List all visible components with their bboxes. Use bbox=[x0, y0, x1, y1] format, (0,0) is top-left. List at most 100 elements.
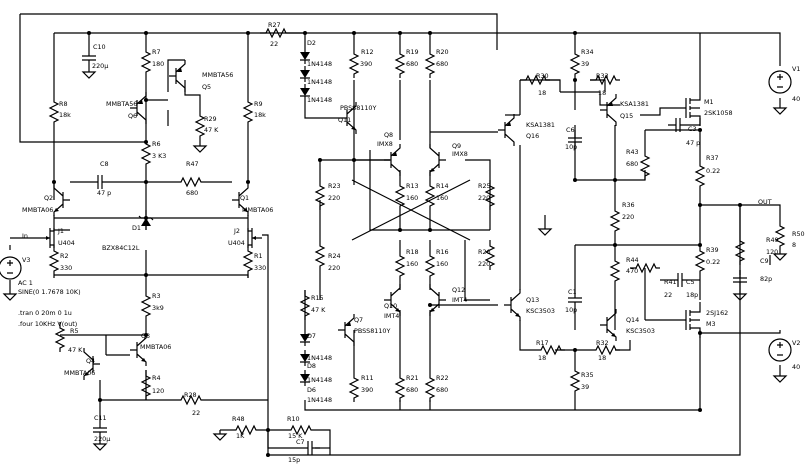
label-q4-model: MMBTA06 bbox=[64, 369, 95, 377]
label-r3-value: 3k9 bbox=[152, 304, 164, 312]
label-r4-value: 120 bbox=[152, 387, 164, 395]
label-q12-name: Q12 bbox=[452, 286, 465, 294]
label-c1-value: 10p bbox=[565, 306, 577, 314]
label-q2-name: Q2 bbox=[44, 194, 53, 202]
label-d5-model: 1N4148 bbox=[307, 96, 332, 104]
label-q3-name: Q3 bbox=[141, 332, 150, 340]
label-v3-sine: SINE(0 1.7678 10K) bbox=[18, 288, 81, 296]
label-r34-value: 39 bbox=[581, 60, 589, 68]
label-r49-name: R49 bbox=[766, 236, 779, 244]
label-r47-name: R47 bbox=[186, 160, 199, 168]
label-q8-name: Q8 bbox=[384, 131, 393, 139]
label-r12-value: 390 bbox=[360, 60, 372, 68]
label-c6-value: 10p bbox=[565, 143, 577, 151]
label-r21-name: R21 bbox=[406, 374, 419, 382]
label-r14-name: R14 bbox=[436, 182, 449, 190]
label-v2-name: V2 bbox=[792, 339, 800, 347]
label-r4-name: R4 bbox=[152, 374, 161, 382]
label-d6-name: D6 bbox=[307, 386, 316, 394]
label-d3-model: 1N4148 bbox=[307, 60, 332, 68]
label-c6-name: C6 bbox=[566, 126, 575, 134]
label-q7-model: PBSS8110Y bbox=[354, 327, 391, 335]
label-r22-name: R22 bbox=[436, 374, 449, 382]
label-c9-value: 82p bbox=[760, 275, 772, 283]
label-r36-value: 220 bbox=[622, 213, 634, 221]
label-d7-model: 1N4148 bbox=[307, 354, 332, 362]
label-r20-name: R20 bbox=[436, 48, 449, 56]
label-v1-name: V1 bbox=[792, 65, 800, 73]
label-r9-name: R9 bbox=[254, 100, 263, 108]
label-v2-value: 40 bbox=[792, 363, 800, 371]
label-r11-value: 390 bbox=[361, 386, 373, 394]
label-r33-value: 18 bbox=[598, 89, 606, 97]
wires bbox=[9, 13, 781, 456]
label-r8-name: R8 bbox=[59, 100, 68, 108]
label-d7-name: D7 bbox=[307, 332, 316, 340]
label-q14-model: KSC3503 bbox=[626, 327, 655, 335]
label-c7-value: 15p bbox=[288, 456, 300, 464]
label-r1-value: 330 bbox=[254, 264, 266, 272]
label-r2-name: R2 bbox=[60, 252, 69, 260]
label-r35-value: 39 bbox=[581, 383, 589, 391]
label-r7-value: 180 bbox=[152, 60, 164, 68]
label-r25-value: 220 bbox=[478, 194, 490, 202]
label-q5-name: Q5 bbox=[202, 83, 211, 91]
label-r26-name: R26 bbox=[478, 248, 491, 256]
label-r2-value: 330 bbox=[60, 264, 72, 272]
label-d6-model: 1N4148 bbox=[307, 396, 332, 404]
label-r3-name: R3 bbox=[152, 292, 161, 300]
label-r17-value: 18 bbox=[538, 354, 546, 362]
label-c5-value: 18p bbox=[686, 291, 698, 299]
label-q13-name: Q13 bbox=[526, 296, 539, 304]
label-r5-name: R5 bbox=[70, 327, 79, 335]
label-r27-value: 22 bbox=[270, 40, 278, 48]
label-r37-value: 0.22 bbox=[706, 167, 720, 175]
label-c1-name: C1 bbox=[568, 288, 577, 296]
label-j1-model: U404 bbox=[58, 239, 75, 247]
label-r23-name: R23 bbox=[328, 182, 341, 190]
label-c11-value: 220µ bbox=[94, 435, 110, 443]
label-r29-value: 47 K bbox=[204, 126, 219, 134]
label-r39-value: 0.22 bbox=[706, 258, 720, 266]
label-r43-name: R43 bbox=[626, 148, 639, 156]
label-q4-name: Q4 bbox=[86, 357, 95, 365]
label-r12-name: R12 bbox=[361, 48, 374, 56]
spice-directive-four: .four 10KHz V(out) bbox=[18, 320, 77, 328]
label-r24-value: 220 bbox=[328, 264, 340, 272]
label-r30-name: R30 bbox=[536, 72, 549, 80]
label-r35-name: R35 bbox=[581, 371, 594, 379]
label-r6-name: R6 bbox=[152, 140, 161, 148]
label-r32-name: R32 bbox=[596, 339, 609, 347]
label-r36-name: R36 bbox=[622, 201, 635, 209]
label-q11-name: Q11 bbox=[338, 116, 351, 124]
label-r44-value: 470 bbox=[626, 267, 638, 275]
label-r16-name: R16 bbox=[436, 248, 449, 256]
label-c8-name: C8 bbox=[100, 160, 109, 168]
label-j2-model: U404 bbox=[228, 239, 245, 247]
label-q7-name: Q7 bbox=[354, 316, 363, 324]
label-r5-value: 47 K bbox=[68, 346, 83, 354]
label-r6-value: 3 K3 bbox=[152, 152, 166, 160]
label-q1-name: Q1 bbox=[240, 194, 249, 202]
label-r29-name: R29 bbox=[204, 115, 217, 123]
spice-directive-tran: .tran 0 20m 0 1u bbox=[18, 309, 72, 317]
label-r44-name: R44 bbox=[626, 256, 639, 264]
label-r15-value: 47 K bbox=[311, 306, 326, 314]
label-r50-name: R50 bbox=[792, 230, 805, 238]
label-q2-model: MMBTA06 bbox=[22, 206, 53, 214]
label-r23-value: 220 bbox=[328, 194, 340, 202]
label-r48-name: R48 bbox=[232, 415, 245, 423]
label-r19-name: R19 bbox=[406, 48, 419, 56]
label-r39-name: R39 bbox=[706, 246, 719, 254]
label-m3-model: 2SJ162 bbox=[706, 309, 728, 317]
label-q10-model: IMT4 bbox=[384, 312, 399, 320]
label-c10-name: C10 bbox=[93, 43, 106, 51]
label-r22-value: 680 bbox=[436, 386, 448, 394]
label-v1-value: 40 bbox=[792, 95, 800, 103]
label-r47-value: 680 bbox=[186, 189, 198, 197]
label-r43-value: 680 bbox=[626, 160, 638, 168]
label-q11-model: PBSS8110Y bbox=[340, 104, 377, 112]
symbols bbox=[0, 28, 792, 456]
